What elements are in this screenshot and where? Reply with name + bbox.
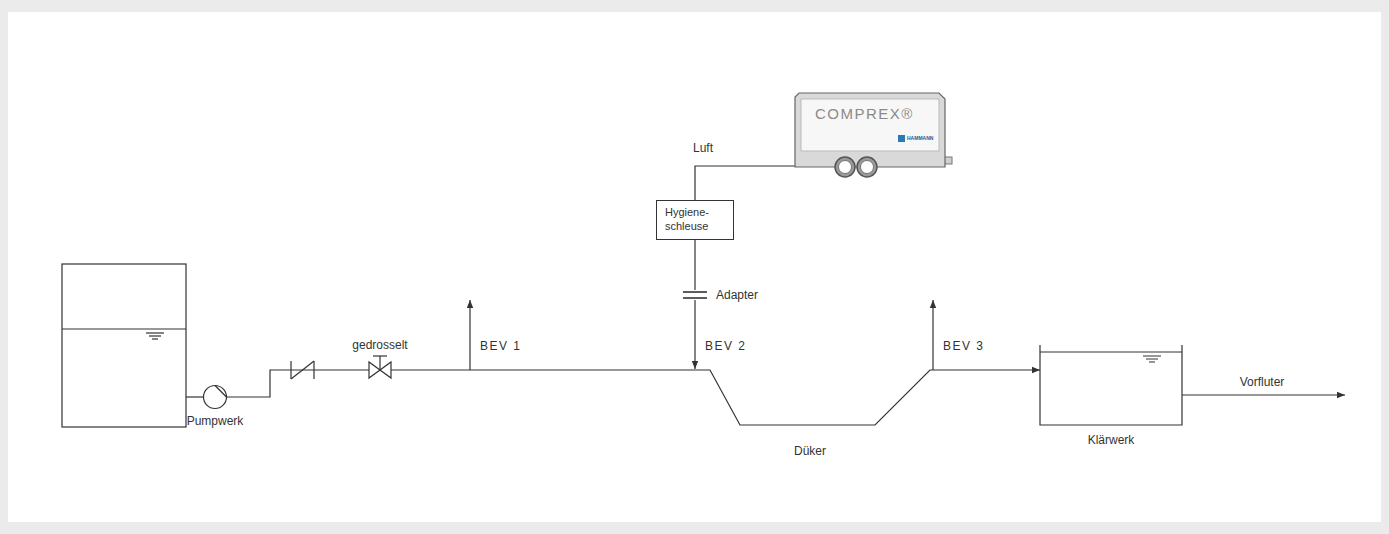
brand-name: COMPREX®	[815, 105, 914, 124]
valve-label: gedrosselt	[352, 338, 407, 352]
box-label: Hygiene- schleuse	[665, 206, 721, 234]
pump-circle	[203, 385, 227, 409]
maker-logo: HAMMANN	[907, 135, 933, 141]
pump-symbol: Pumpwerk	[203, 385, 227, 409]
outlet-label: Vorfluter	[1240, 375, 1285, 389]
vent-label: BEV 2	[705, 339, 747, 353]
siphon-label: Düker	[794, 444, 826, 458]
check-valve	[291, 361, 314, 379]
station-label: Klärwerk	[1088, 433, 1135, 448]
compressor-trailer: COMPREX® HAMMANN	[795, 93, 952, 171]
water-level	[62, 328, 186, 329]
water-symbol	[146, 333, 164, 339]
pipe-line	[227, 370, 1040, 425]
vent-arrow	[469, 300, 470, 370]
basin-outline	[1040, 345, 1182, 425]
outlet-arrow	[1182, 394, 1345, 395]
vent-label: BEV 1	[480, 339, 522, 353]
adapter-symbol	[683, 292, 707, 298]
pipe-line	[695, 166, 795, 200]
throttle-valve	[369, 356, 391, 378]
sump-tank	[62, 264, 186, 427]
treatment-basin: Klärwerk	[1040, 345, 1182, 425]
suction-pipe	[186, 396, 203, 397]
air-feed-arrow	[694, 300, 695, 369]
vent-arrow	[932, 300, 933, 370]
adapter-label: Adapter	[716, 288, 758, 302]
vent-label: BEV 3	[943, 339, 985, 353]
air-feed-line	[694, 240, 695, 291]
station-label: Pumpwerk	[187, 414, 244, 429]
hygiene-lock-box: Hygiene- schleuse	[656, 200, 734, 240]
edge-label: Luft	[691, 141, 715, 155]
